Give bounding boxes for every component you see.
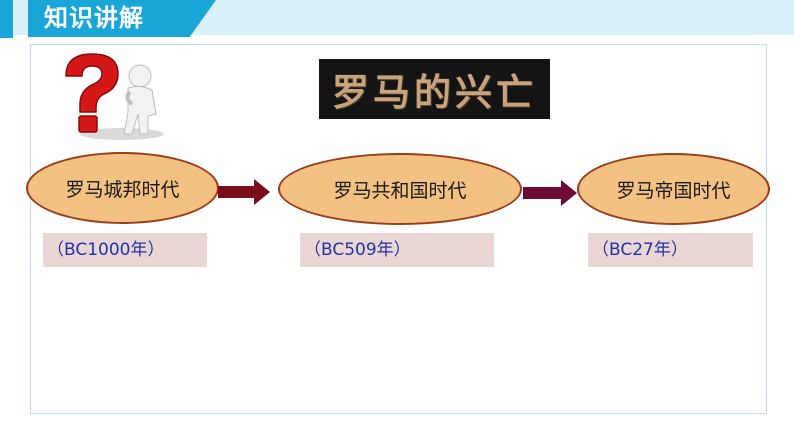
timeline-era-1: 罗马城邦时代 (26, 152, 219, 224)
header-accent-strip (0, 0, 13, 38)
right-arrow-icon (218, 179, 270, 205)
timeline-era-2: 罗马共和国时代 (278, 153, 522, 225)
timeline-date-1: （BC1000年） (43, 233, 207, 267)
timeline-era-3: 罗马帝国时代 (577, 153, 770, 225)
question-figure-icon (65, 53, 164, 140)
section-title: 知识讲解 (44, 4, 144, 32)
slide-title-box: 罗马的兴亡 (319, 59, 550, 119)
timeline-date-2: （BC509年） (300, 233, 494, 267)
content-frame (30, 44, 767, 414)
timeline-date-3: （BC27年） (588, 233, 753, 267)
right-arrow-icon (523, 180, 577, 206)
slide-title: 罗马的兴亡 (332, 70, 537, 114)
header-tab (28, 0, 216, 37)
